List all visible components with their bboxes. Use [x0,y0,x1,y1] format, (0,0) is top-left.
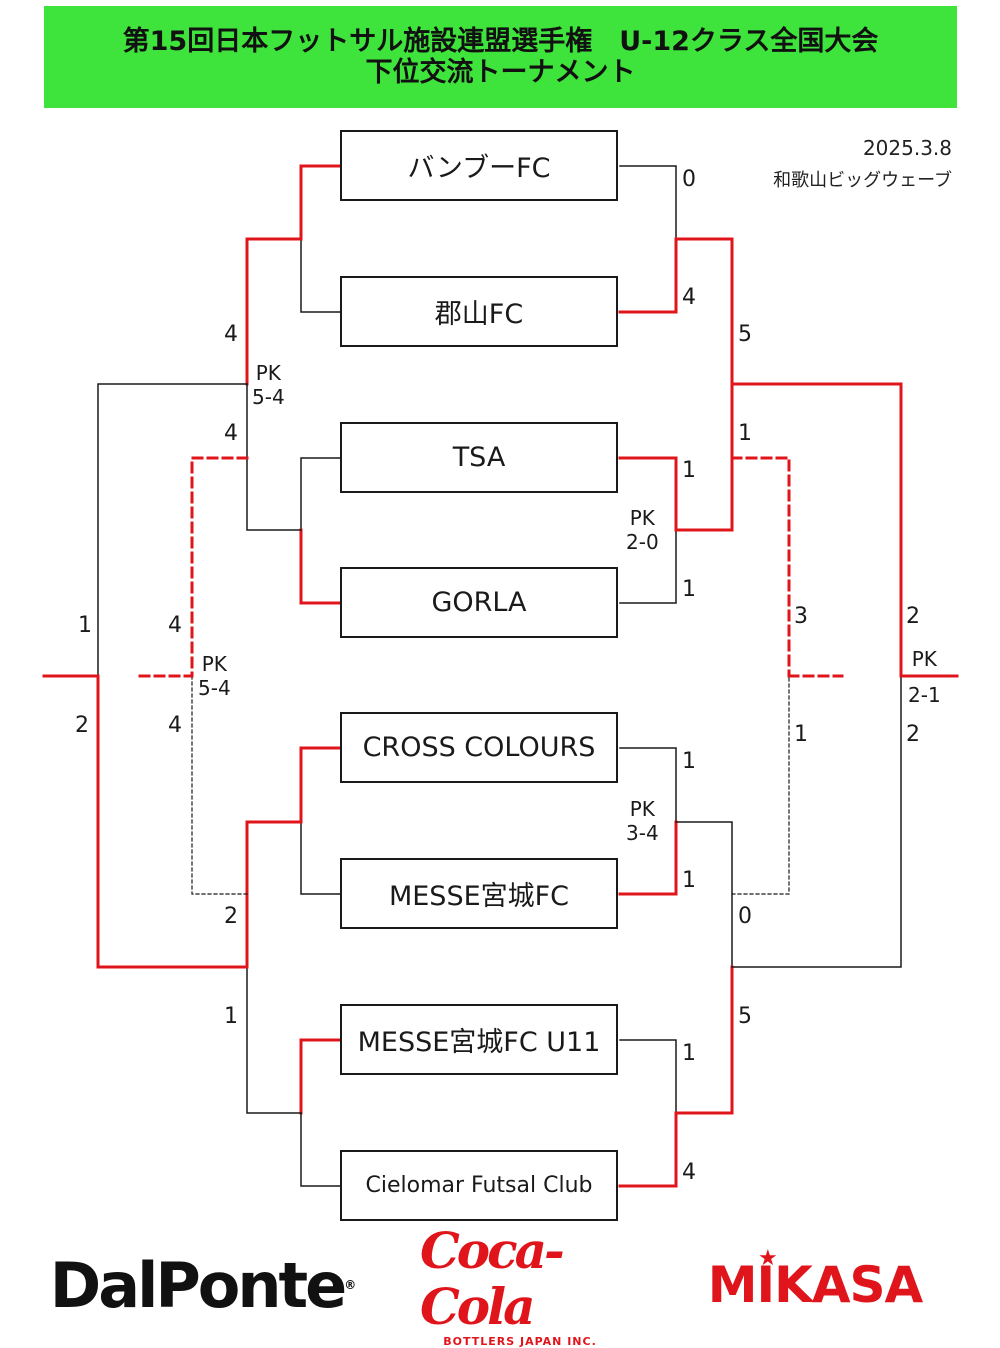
team-box-cross-colours: CROSS COLOURS [340,712,618,783]
event-date: 2025.3.8 [862,136,952,160]
line-gorla-left [299,528,342,605]
line-left-semi-bot-a [245,820,303,969]
score-label: 4 [682,285,696,310]
sponsor-logo-dalponte: DalPonte® [49,1248,357,1322]
line-left-semi-bot-b [246,966,302,1114]
score-label: 3 [794,604,808,629]
line-koriyama-right [618,237,678,314]
line-right-place-bot [731,675,790,895]
team-box-messe-miyagi: MESSE宮城FC [340,858,618,929]
score-label: 2 [906,722,920,747]
line-bamboo-left [299,164,342,241]
score-label: 1 [682,577,696,602]
mikasa-star-icon: ★ [758,1246,778,1271]
score-label: 2 [906,604,920,629]
score-label: 5 [738,322,752,347]
team-box-gorla: GORLA [340,567,618,638]
line-cross-left [299,746,342,824]
sponsor-logo-cocacola: Coca-Cola BOTTLERS JAPAN INC. [420,1220,597,1348]
line-right-place-top [730,456,791,678]
score-label: 1 [794,722,808,747]
score-label: 0 [738,904,752,929]
title-line-2: 下位交流トーナメント [365,57,636,88]
score-label: 1 [682,868,696,893]
line-right-final-bot [731,675,902,968]
line-bamboo-right [619,165,677,240]
score-label: 4 [224,421,238,446]
team-box-koriyama: 郡山FC [340,276,618,347]
event-venue: 和歌山ビッグウェーブ [773,170,952,191]
line-right-semi-bot-a [675,821,733,968]
line-messe-right [618,820,678,896]
line-cross-right [619,747,677,823]
score-label: 4 [682,1160,696,1185]
line-left-final-top [97,383,248,677]
line-messe-left [300,821,341,895]
line-left-semi-top-a [245,237,303,386]
line-right-semi-top-a [674,237,734,386]
line-left-place-bot [191,675,248,895]
line-gorla-right [619,529,677,604]
line-tsa-right [618,456,678,532]
score-label: 2 [75,713,89,738]
line-right-final-top [730,382,903,678]
line-cielomar-left [300,1112,341,1187]
line-left-final-bot [96,674,249,969]
title-line-1: 第15回日本フットサル施設連盟選手権 U-12クラス全国大会 [122,26,879,57]
line-left-semi-top-b [246,383,302,531]
team-box-cielomar: Cielomar Futsal Club [340,1150,618,1221]
sponsor-logo-mikasa: MIKASA [707,1256,924,1314]
score-label: 4 [168,713,182,738]
line-right-semi-bot-b [674,965,734,1115]
line-cielomar-right [618,1111,678,1188]
team-box-tsa: TSA [340,422,618,493]
line-koriyama-left [300,238,341,313]
score-label: 0 [682,167,696,192]
score-label: 1 [682,1041,696,1066]
line-right-semi-top-b [674,382,734,532]
team-box-bamboo: バンブーFC [340,130,618,201]
score-label: 4 [224,322,238,347]
title-banner: 第15回日本フットサル施設連盟選手権 U-12クラス全国大会 下位交流トーナメン… [44,6,957,108]
score-label: 1 [682,458,696,483]
score-label: 4 [168,613,182,638]
line-messeu11-right [619,1039,677,1114]
line-messeu11-left [299,1038,342,1115]
line-left-place-top [190,456,249,678]
line-tsa-left [300,457,341,531]
score-label: 1 [224,1004,238,1029]
score-label: 1 [682,749,696,774]
score-label: 5 [738,1004,752,1029]
team-box-messe-miyagi-u11: MESSE宮城FC U11 [340,1004,618,1075]
score-label: 2 [224,904,238,929]
score-label: 1 [78,613,92,638]
score-label: 1 [738,421,752,446]
